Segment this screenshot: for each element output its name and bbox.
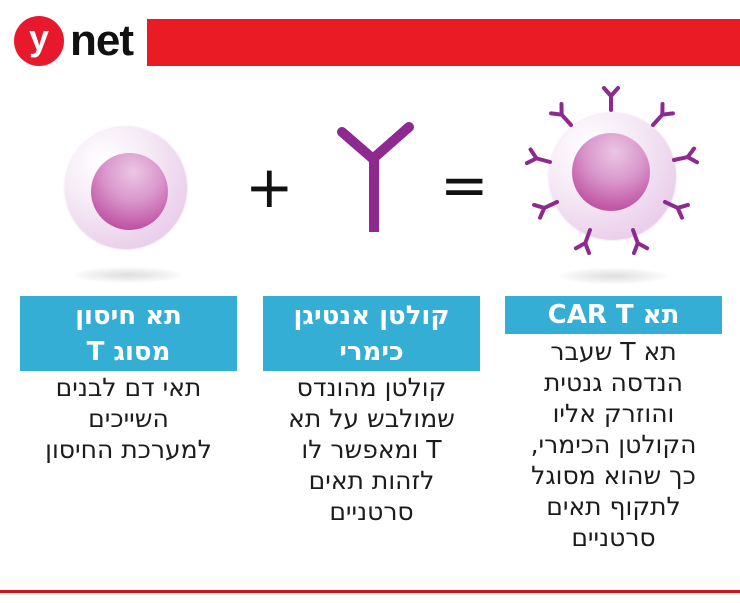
desc-line: T ומאפשר לו xyxy=(301,435,442,464)
label-t-cell-line-1: תא חיסון xyxy=(75,300,182,331)
desc-line: למערכת החיסון xyxy=(45,435,212,464)
header: y net xyxy=(0,0,740,80)
t-cell-illustration xyxy=(40,85,220,290)
car-t-cell-nucleus xyxy=(572,133,650,211)
label-t-cell-line-2: מסוג T xyxy=(86,336,171,367)
label-receptor-line-1: קולטן אנטיגן xyxy=(293,300,450,331)
label-receptor-line-2: כימרי xyxy=(339,336,404,367)
header-red-bar xyxy=(147,19,740,66)
t-cell-nucleus xyxy=(91,153,168,230)
ynet-logo-text[interactable]: net xyxy=(70,16,134,65)
desc-line: סרטניים xyxy=(329,497,414,526)
label-car-t-cell: תא CAR T xyxy=(505,296,722,334)
footer-red-line xyxy=(0,590,740,593)
desc-line: לתקוף תאים xyxy=(546,492,681,521)
car-receptors-icon xyxy=(524,86,699,256)
label-t-cell: תא חיסון מסוג T xyxy=(20,296,237,371)
desc-car-t-cell: תא T שעבר הנדסה גנטית והוזרק אליו הקולטן… xyxy=(500,336,727,553)
car-t-cell-shadow xyxy=(558,268,668,284)
desc-chimeric-receptor: קולטן מהונדס שמולבש על תא T ומאפשר לו לז… xyxy=(258,372,485,527)
car-t-cell-illustration xyxy=(510,80,710,290)
desc-line: שמולבש על תא xyxy=(288,404,455,433)
desc-line: סרטניים xyxy=(571,523,656,552)
plus-sign: + xyxy=(245,153,294,221)
desc-line: השייכים xyxy=(88,404,169,433)
desc-line: והוזרק אליו xyxy=(552,399,675,428)
chimeric-receptor-icon xyxy=(337,122,414,232)
desc-line: הקולטן הכימרי, xyxy=(530,430,697,459)
label-chimeric-receptor: קולטן אנטיגן כימרי xyxy=(263,296,480,371)
t-cell-shadow xyxy=(73,267,183,283)
desc-t-cell: תאי דם לבנים השייכים למערכת החיסון xyxy=(15,372,242,465)
receptor-illustration xyxy=(330,85,430,290)
equals-sign: = xyxy=(440,151,489,219)
desc-line: כך שהוא מסוגל xyxy=(531,461,696,490)
label-car-t-line-1: תא CAR T xyxy=(547,300,680,330)
logo-mark-letter: y xyxy=(28,17,50,58)
desc-line: קולטן מהונדס xyxy=(296,373,447,402)
desc-line: הנדסה גנטית xyxy=(543,368,684,397)
ynet-logo-mark[interactable]: y xyxy=(14,16,64,66)
desc-line: תא T שעבר xyxy=(550,337,677,366)
desc-line: לזהות תאים xyxy=(308,466,435,495)
desc-line: תאי דם לבנים xyxy=(55,373,202,402)
